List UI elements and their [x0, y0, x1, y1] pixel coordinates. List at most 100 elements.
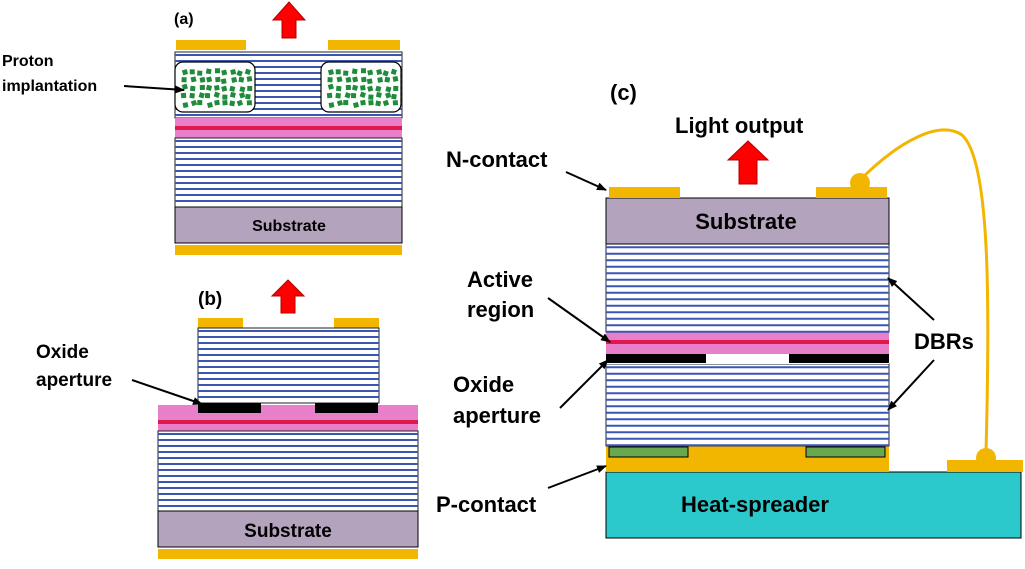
dbr-layer — [198, 330, 379, 332]
implant-dot — [359, 84, 366, 91]
dbr-layer — [606, 444, 889, 447]
c-top-dbr-frame — [605, 243, 890, 333]
panel-c-active-label-line1: Active — [467, 267, 533, 292]
dbr-layer — [198, 396, 379, 398]
implant-dot — [180, 92, 187, 99]
panel-b-cladding — [158, 405, 418, 431]
panel-b-substrate — [157, 510, 419, 548]
panel-c-oxide-label-line2: aperture — [453, 403, 541, 428]
dbr-layer — [198, 390, 379, 392]
implant-dot — [181, 69, 189, 76]
dbr-layer — [158, 487, 418, 489]
implant-dot — [352, 76, 359, 83]
implant-dot — [360, 68, 366, 74]
implant-dot — [368, 94, 374, 100]
implant-dot — [375, 91, 382, 98]
panel-c: Heat-spreader Substrate (c) Light output… — [436, 80, 1023, 539]
panel-c-n-contact-label: N-contact — [446, 147, 548, 172]
dbr-layer — [606, 298, 889, 301]
implant-dot — [214, 99, 220, 106]
dbr-layer — [606, 285, 889, 288]
panel-b-oxide-pointer — [131, 379, 203, 405]
implant-dot — [205, 68, 212, 75]
implant-dot — [220, 78, 227, 85]
dbr-layer — [175, 188, 402, 190]
panel-c-p-contact-pad-left — [608, 446, 689, 458]
dbr-layer — [606, 431, 889, 434]
implant-dot — [229, 91, 236, 98]
implant-dot — [375, 100, 382, 107]
panel-b-oxide-right — [315, 403, 378, 413]
dbr-layer — [175, 96, 402, 98]
dbr-layer — [175, 60, 402, 62]
dbr-layer — [606, 372, 889, 375]
dbr-layer — [175, 114, 402, 116]
panel-c-wire-ball-bottom — [976, 448, 996, 468]
dbr-layer — [175, 72, 402, 74]
implant-dot — [392, 75, 399, 82]
dbr-layer — [606, 311, 889, 314]
implant-dot — [359, 91, 367, 98]
implant-dot — [327, 69, 335, 76]
implant-dot — [326, 92, 333, 99]
panel-c-oxide-left — [606, 354, 706, 363]
dbr-layer — [175, 66, 402, 68]
panel-c-dbrs-pointer-top — [887, 277, 935, 321]
panel-c-p-contact-label: P-contact — [436, 492, 537, 517]
panel-a: Substrate (a) Proton implantation — [2, 1, 403, 255]
dbr-layer — [175, 194, 402, 196]
panel-b-active-layer — [158, 420, 418, 424]
dbr-layer — [198, 366, 379, 368]
panel-c-n-contact-pointer — [565, 171, 607, 191]
panel-a-implant-dots-right — [326, 68, 399, 109]
panel-c-dbrs-pointer-bottom — [887, 359, 935, 411]
implant-dot — [182, 102, 189, 109]
implant-dot — [350, 92, 357, 99]
dbr-layer — [175, 54, 402, 56]
dbr-layer — [198, 336, 379, 338]
implant-dot — [335, 85, 342, 92]
implant-dot — [236, 70, 243, 77]
implant-dot — [327, 83, 335, 90]
dbr-layer — [175, 90, 402, 92]
dbr-layer — [175, 176, 402, 178]
dbr-layer — [606, 411, 889, 414]
panel-b-tag: (b) — [198, 289, 222, 310]
panel-c-dbrs-label: DBRs — [914, 329, 974, 354]
panel-c-active-label-line2: region — [467, 297, 534, 322]
panel-b-top-contact-left — [198, 318, 243, 328]
implant-dot — [247, 85, 253, 92]
panel-c-active-layer — [606, 340, 889, 344]
implant-dot — [385, 86, 392, 93]
panel-c-light-arrow-icon — [726, 140, 770, 185]
dbr-layer — [198, 372, 379, 374]
dbr-layer — [158, 439, 418, 441]
implant-dot — [189, 85, 196, 92]
panel-a-proton-label-line1: Proton — [2, 53, 54, 70]
dbr-layer — [606, 278, 889, 281]
implant-dot — [343, 100, 349, 106]
implant-dot — [206, 76, 213, 83]
panel-a-bottom-contact — [175, 245, 402, 255]
implant-dot — [368, 99, 374, 106]
implant-dot — [244, 68, 252, 75]
implant-dot — [360, 99, 366, 106]
dbr-layer — [198, 354, 379, 356]
panel-b-top-contact-right — [334, 318, 379, 328]
panel-c-light-output-label: Light output — [675, 113, 804, 138]
dbr-layer — [158, 493, 418, 495]
implant-dot — [222, 99, 228, 106]
dbr-layer — [175, 170, 402, 172]
implant-dot — [351, 84, 359, 91]
panel-a-tag: (a) — [174, 11, 194, 28]
implant-dot — [246, 75, 253, 82]
implant-dot — [197, 70, 203, 76]
dbr-layer — [158, 469, 418, 471]
implant-dot — [204, 92, 211, 99]
panel-c-tag: (c) — [610, 80, 637, 105]
panel-b-light-arrow-icon — [270, 279, 306, 314]
panel-a-top-contact-left — [176, 40, 246, 50]
panel-a-proton-pointer — [123, 85, 185, 94]
dbr-layer — [175, 78, 402, 80]
implant-dot — [215, 76, 221, 83]
